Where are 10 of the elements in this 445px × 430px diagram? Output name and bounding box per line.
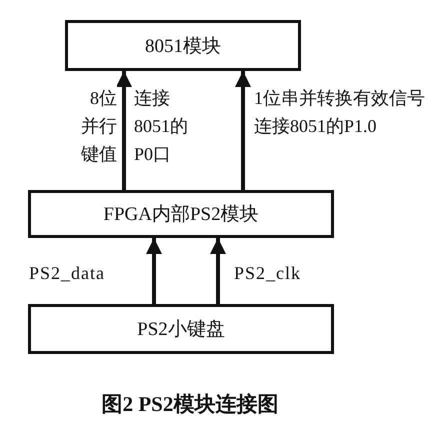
node-label: FPGA内部PS2模块 <box>103 203 259 227</box>
arrow <box>235 71 251 190</box>
node-label: 8051模块 <box>145 34 221 58</box>
arrow <box>116 71 132 190</box>
node-label: PS2小键盘 <box>137 318 225 342</box>
process-box <box>65 20 301 71</box>
process-box <box>28 304 334 354</box>
arrow <box>146 238 162 304</box>
arrow <box>210 238 226 304</box>
process-box <box>28 190 334 238</box>
